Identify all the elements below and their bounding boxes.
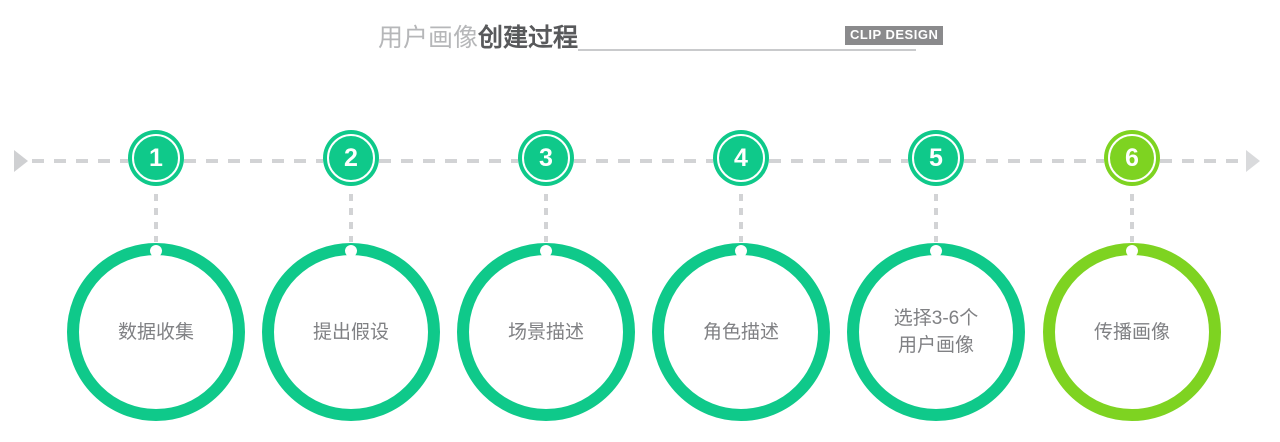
clip-design-badge: CLIP DESIGN [845,26,944,45]
step-badge-1[interactable]: 1 [128,130,184,186]
timeline-dash-segment [769,159,908,163]
step-badge-ring [327,134,375,182]
step-connector-4 [739,194,743,242]
step-badge-3[interactable]: 3 [518,130,574,186]
step-label-6: 传播画像 [1093,321,1170,343]
step-circle-3[interactable]: 场景描述 [457,243,635,421]
step-badge-ring [132,134,180,182]
title-divider [578,49,916,51]
step-badge-ring [717,134,765,182]
step-circle-5[interactable]: 选择3-6个 用户画像 [847,243,1025,421]
step-connector-3 [544,194,548,242]
step-badge-number: 3 [539,144,553,172]
timeline-axis [0,130,1280,192]
step-badge-5[interactable]: 5 [908,130,964,186]
step-badge-ring [912,134,960,182]
page-header: 用户画像创建过程 CLIP DESIGN [0,0,1280,70]
page-title-light: 用户画像 [378,24,479,52]
step-label-2: 提出假设 [312,321,389,343]
step-badge-ring [1108,134,1156,182]
timeline-dash-segment [574,159,713,163]
timeline-start-arrow-icon [14,150,28,172]
timeline-end-arrow-icon [1246,150,1260,172]
step-connector-6 [1130,194,1134,242]
step-badge-2[interactable]: 2 [323,130,379,186]
step-label-1: 数据收集 [117,321,194,343]
step-connector-1 [154,194,158,242]
page-title-bold: 创建过程 [478,24,579,52]
step-badge-ring [522,134,570,182]
timeline-dash-segment [964,159,1104,163]
step-label-3: 场景描述 [507,321,584,343]
timeline-dash-segment [184,159,323,163]
timeline-dash-segment [379,159,518,163]
step-badge-6[interactable]: 6 [1104,130,1160,186]
step-badge-number: 1 [149,144,163,172]
step-badge-4[interactable]: 4 [713,130,769,186]
step-connector-2 [349,194,353,242]
step-label-4: 角色描述 [702,321,779,343]
timeline-dash-segment [32,159,128,163]
step-node-dot-icon [1126,245,1138,257]
step-badge-number: 6 [1125,144,1139,172]
step-node-dot-icon [735,245,747,257]
step-label-5: 选择3-6个 用户画像 [893,308,979,356]
step-badge-number: 2 [344,144,358,172]
step-connector-5 [934,194,938,242]
timeline-dash-segment [1160,159,1240,163]
step-circle-4[interactable]: 角色描述 [652,243,830,421]
step-badge-number: 4 [734,144,748,172]
page-title: 用户画像创建过程 [378,22,578,54]
step-node-dot-icon [930,245,942,257]
step-node-dot-icon [150,245,162,257]
step-circle-2[interactable]: 提出假设 [262,243,440,421]
step-node-dot-icon [540,245,552,257]
step-circle-6[interactable]: 传播画像 [1043,243,1221,421]
step-badge-number: 5 [929,144,943,172]
step-circle-1[interactable]: 数据收集 [67,243,245,421]
step-node-dot-icon [345,245,357,257]
